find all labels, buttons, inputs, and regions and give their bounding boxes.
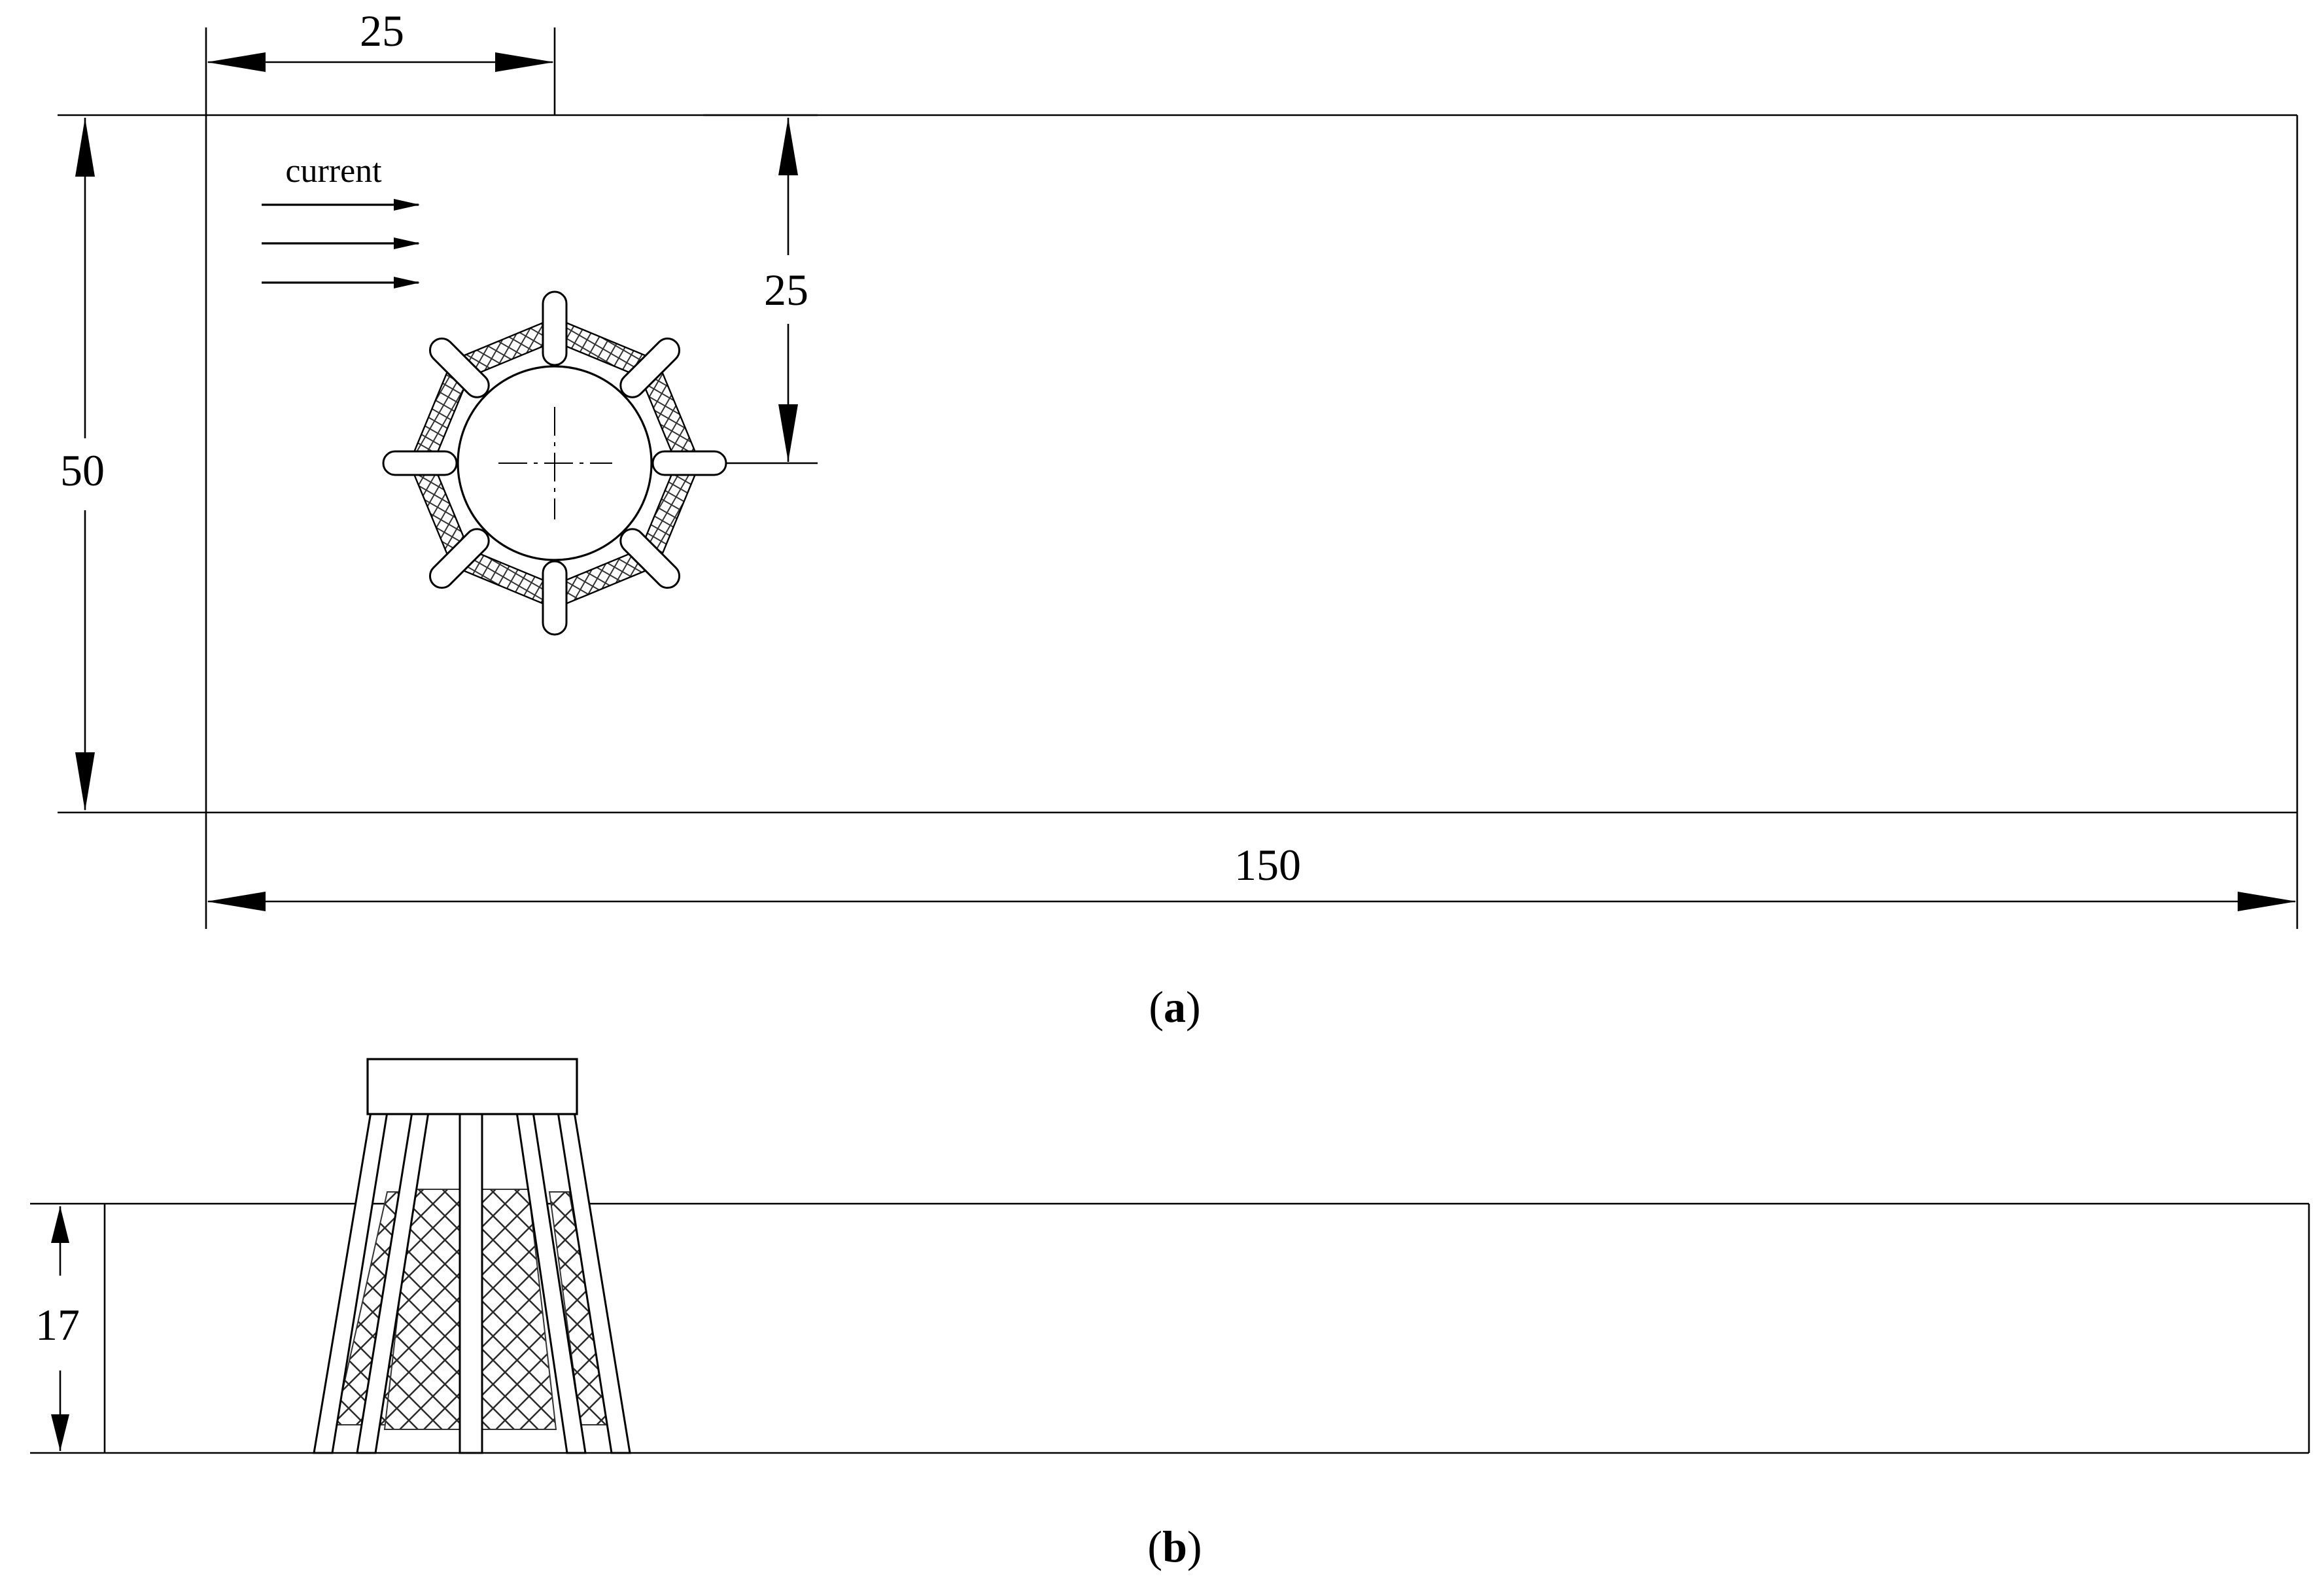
pile-leg <box>619 528 681 589</box>
pile-leg <box>382 450 458 476</box>
pile-leg <box>542 290 568 366</box>
pile-leg <box>542 560 568 636</box>
current-indicator: current <box>262 152 420 288</box>
caption-b: (b) <box>1147 1522 1202 1571</box>
pile-leg <box>428 337 490 398</box>
dimension-water-depth: 17 <box>35 1206 80 1451</box>
flume-outline <box>58 27 2298 929</box>
dimension-flume-length: 150 <box>207 840 2297 911</box>
pile-leg <box>619 337 681 398</box>
pile-side <box>313 1058 631 1454</box>
pile-legs <box>382 290 727 636</box>
dimension-label-pile-offset-x: 25 <box>360 6 404 56</box>
pile-plan <box>382 290 727 636</box>
caption-a: (a) <box>1149 982 1200 1032</box>
dimension-pile-offset-x: 25 <box>207 6 554 72</box>
dimension-label-pile-offset-y: 25 <box>764 265 808 315</box>
pile-leg <box>428 528 490 589</box>
dimension-label-flume-length: 150 <box>1234 840 1301 890</box>
side-view: 17 (b) <box>30 1058 2310 1571</box>
pile-leg <box>651 450 727 476</box>
centerline-cross <box>498 407 612 519</box>
dimension-label-flume-width: 50 <box>60 445 105 495</box>
pile-cap <box>366 1058 578 1115</box>
dimension-flume-width: 50 <box>60 118 105 811</box>
plan-view: 25 50 25 150 current <box>58 6 2298 1032</box>
dimension-pile-offset-y: 25 <box>718 118 818 464</box>
net-ring <box>408 317 701 610</box>
current-label: current <box>285 152 382 190</box>
dimension-label-water-depth: 17 <box>35 1300 80 1350</box>
